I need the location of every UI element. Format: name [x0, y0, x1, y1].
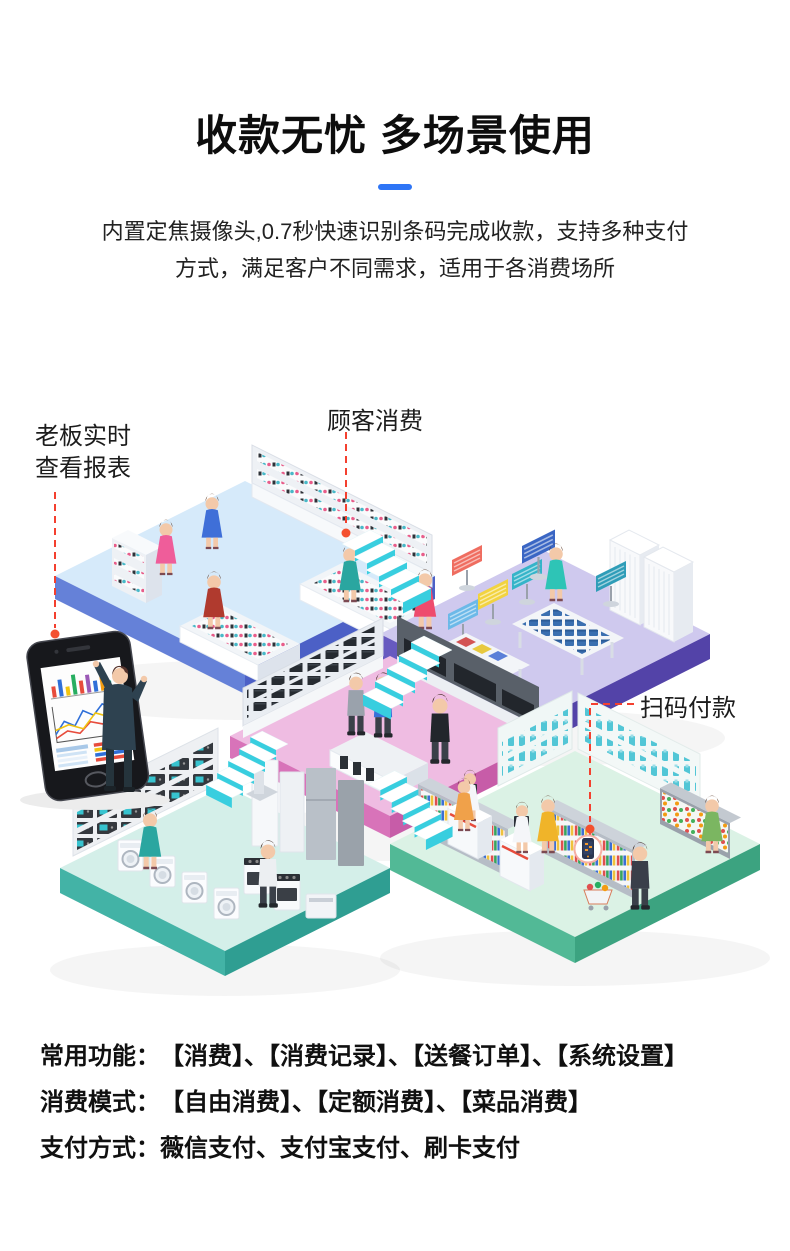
boss-figure [92, 660, 148, 792]
page-title: 收款无忧 多场景使用 [195, 112, 595, 159]
feature-row-functions: 常用功能： 【消费】、【消费记录】、【送餐订单】、【系统设置】 [40, 1040, 780, 1074]
title-underline [378, 184, 412, 190]
description-line-2: 方式，满足客户不同需求，适用于各消费场所 [174, 256, 615, 281]
callout-customer-purchase: 顾客消费 [327, 408, 423, 435]
scan-pay-dot [585, 824, 595, 834]
feature-row-modes: 消费模式： 【自由消费】、【定额消费】、【菜品消费】 [40, 1086, 780, 1120]
customer-purchase-dot [341, 528, 351, 538]
payment-device-badge [573, 834, 603, 864]
feature-list: 常用功能： 【消费】、【消费记录】、【送餐订单】、【系统设置】 消费模式： 【自… [40, 1040, 780, 1178]
feature-label: 常用功能： [40, 1043, 160, 1070]
scan-pay-connector [589, 703, 634, 822]
feature-label: 支付方式： [40, 1135, 160, 1162]
feature-value: 【自由消费】、【定额消费】、【菜品消费】 [160, 1089, 592, 1116]
boss-phone-report [20, 630, 170, 810]
callout-scan-pay: 扫码付款 [640, 695, 736, 722]
scene-illustration: 老板实时 查看报表 顾客消费 扫码付款 [0, 388, 790, 1008]
feature-value: 薇信支付、支付宝支付、刷卡支付 [160, 1135, 520, 1162]
callout-connectors [54, 432, 634, 822]
feature-label: 消费模式： [40, 1089, 160, 1116]
description-line-1: 内置定焦摄像头,0.7秒快速识别条码完成收款，支持多种支付 [101, 219, 689, 244]
boss-report-dot [50, 629, 60, 639]
isometric-scene [20, 432, 770, 996]
appliance-store [50, 727, 400, 996]
feature-row-payments: 支付方式： 薇信支付、支付宝支付、刷卡支付 [40, 1132, 780, 1166]
page-description: 内置定焦摄像头,0.7秒快速识别条码完成收款，支持多种支付 方式，满足客户不同需… [0, 213, 790, 287]
callout-boss-report: 老板实时 查看报表 [35, 423, 131, 482]
feature-value: 【消费】、【消费记录】、【送餐订单】、【系统设置】 [160, 1043, 688, 1070]
